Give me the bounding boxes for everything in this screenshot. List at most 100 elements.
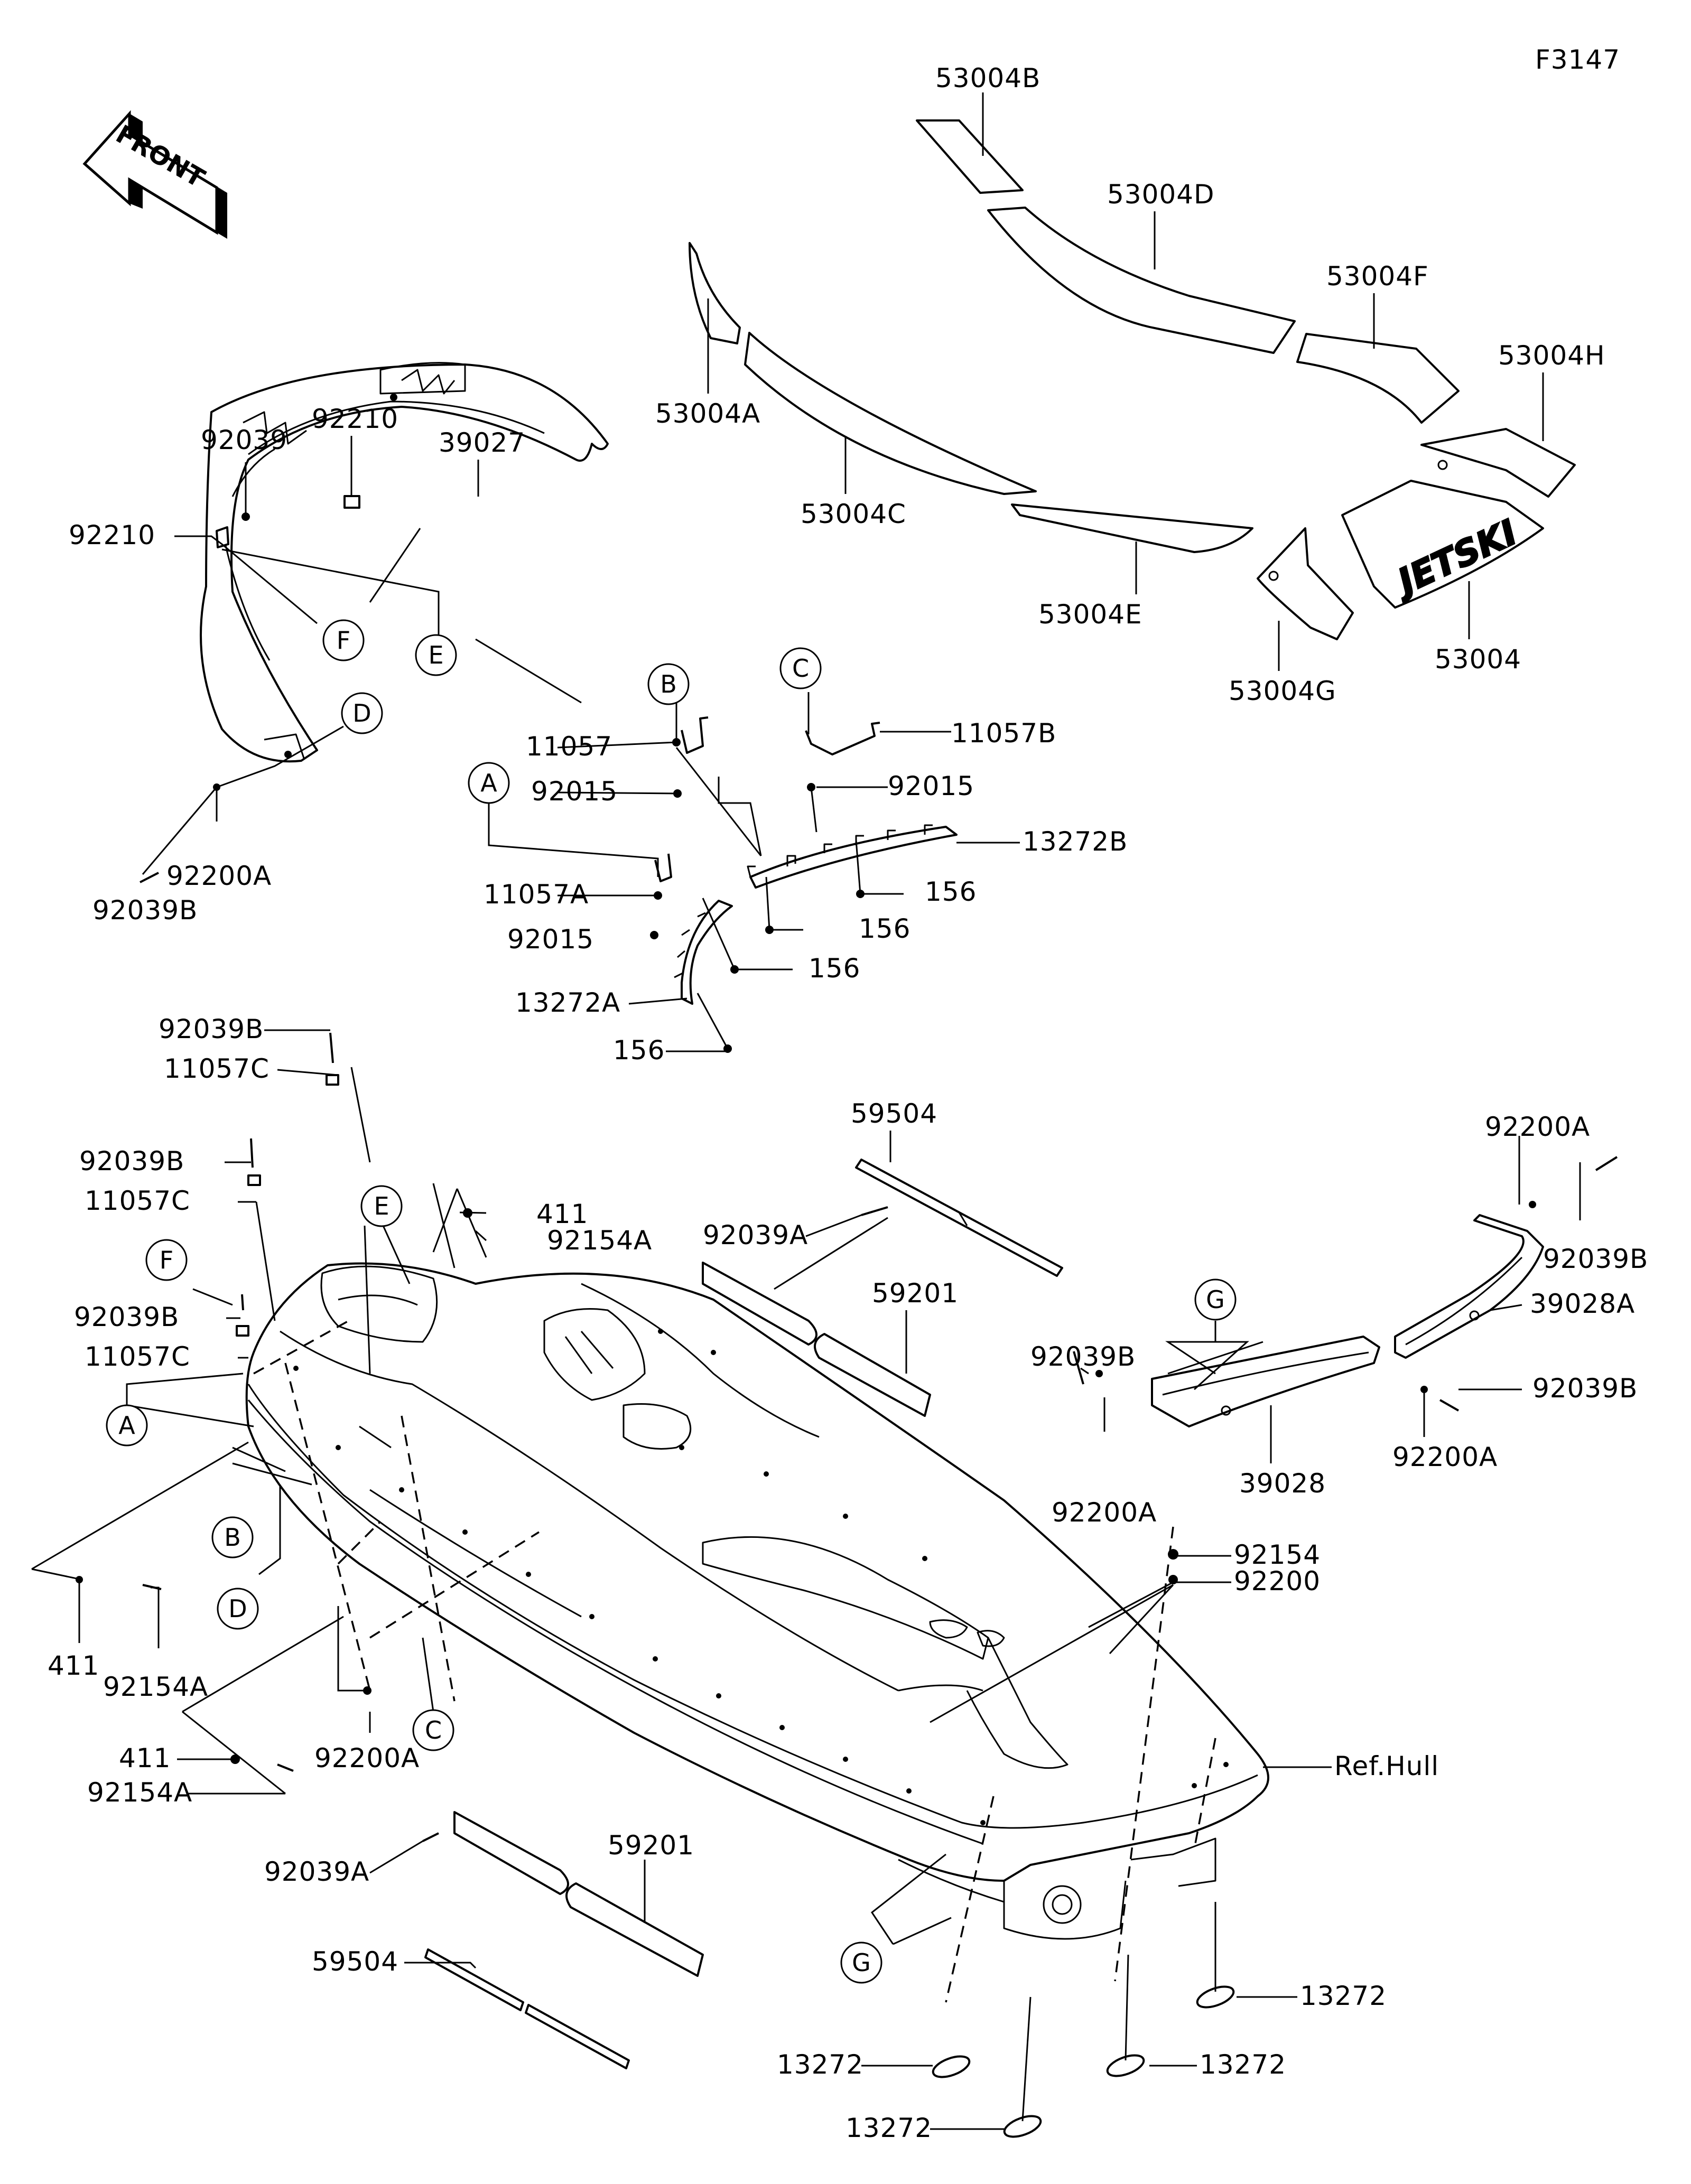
clip-11057B	[805, 722, 880, 755]
label-156-c: 156	[859, 913, 910, 944]
label-92039-top: 92039	[201, 425, 287, 455]
front-deck-cover-39027	[200, 362, 609, 763]
label-92039B-r2: 92039B	[1532, 1373, 1638, 1404]
callout-B-hull: B	[224, 1523, 241, 1552]
label-156-b: 156	[809, 953, 860, 984]
hull-rivets	[293, 1329, 1229, 1825]
label-92015-b: 92015	[531, 776, 618, 807]
label-59504-bottom: 59504	[312, 1946, 398, 1977]
decal-leaders	[707, 92, 1544, 671]
label-92015-c: 92015	[888, 771, 974, 801]
label-92200A-front: 92200A	[166, 861, 272, 891]
label-156-d: 156	[925, 876, 977, 907]
decal-53004D	[987, 207, 1296, 354]
callout-G-bottom: G	[852, 1948, 871, 1977]
callout-F-hull: F	[160, 1246, 173, 1274]
side-cover-39028A	[1394, 1214, 1544, 1359]
label-92210-left: 92210	[69, 520, 155, 550]
decal-53004H	[1420, 428, 1576, 498]
bracket-13272A	[674, 900, 733, 1005]
assembly-dashed-lines	[253, 1320, 1216, 2003]
label-92039A-top: 92039A	[703, 1220, 808, 1250]
rub-rail-59504-bottom	[424, 1948, 630, 2069]
label-13272-c: 13272	[777, 2049, 863, 2080]
label-59201-top: 59201	[872, 1278, 959, 1309]
label-13272A: 13272A	[515, 987, 620, 1018]
label-92200: 92200	[1234, 1566, 1321, 1597]
front-arrow-icon: FRONT	[82, 110, 227, 239]
label-53004B: 53004B	[935, 63, 1040, 94]
label-53004: 53004	[1435, 644, 1521, 675]
label-13272-r1: 13272	[1300, 1981, 1387, 2011]
callout-E-top: E	[428, 641, 443, 669]
label-411-top: 411	[536, 1199, 588, 1229]
label-53004D: 53004D	[1107, 179, 1215, 210]
label-92039B-1: 92039B	[159, 1014, 264, 1044]
label-92039B-mid: 92039B	[1030, 1341, 1136, 1372]
label-39028: 39028	[1239, 1468, 1326, 1499]
label-11057: 11057	[526, 731, 612, 762]
label-411-bottom: 411	[119, 1743, 171, 1774]
callout-F-top: F	[337, 626, 350, 655]
bracket-13272B	[747, 824, 958, 889]
label-53004H: 53004H	[1498, 340, 1605, 371]
callout-C-top: C	[792, 654, 809, 683]
label-39028A: 39028A	[1530, 1289, 1635, 1319]
leader-lines	[31, 436, 1581, 2130]
label-39027: 39027	[439, 427, 525, 458]
label-11057C-2: 11057C	[85, 1186, 190, 1216]
label-11057C-3: 11057C	[85, 1341, 190, 1372]
label-92039B-r1: 92039B	[1543, 1244, 1648, 1274]
label-92039A-bottom: 92039A	[264, 1856, 369, 1887]
part-labels: 53004B 53004D 53004F 53004H 53004A 53004…	[48, 63, 1648, 2143]
fasteners-brackets	[650, 738, 865, 1053]
label-53004G: 53004G	[1229, 676, 1336, 706]
decal-53004	[1341, 480, 1544, 609]
callout-B-top: B	[660, 670, 677, 698]
callout-D-hull: D	[228, 1594, 247, 1623]
label-92154A-left: 92154A	[103, 1672, 208, 1702]
side-cover-39028	[1151, 1336, 1380, 1427]
decal-53004C	[744, 332, 1037, 495]
callout-A-hull: A	[118, 1411, 135, 1440]
label-53004E: 53004E	[1038, 599, 1142, 630]
label-92200A-r1: 92200A	[1485, 1112, 1590, 1142]
label-53004C: 53004C	[801, 499, 906, 529]
label-92200A-bottom: 92200A	[314, 1743, 420, 1774]
molding-59201-top	[702, 1262, 931, 1417]
label-53004F: 53004F	[1326, 261, 1429, 292]
label-92154: 92154	[1234, 1539, 1321, 1570]
decal-53004B	[916, 119, 1024, 194]
label-11057B: 11057B	[951, 718, 1056, 749]
label-92015-a: 92015	[507, 924, 594, 955]
label-92039B-front: 92039B	[92, 895, 198, 926]
label-92200A-r2: 92200A	[1392, 1442, 1498, 1472]
label-11057C-1: 11057C	[164, 1053, 270, 1084]
callout-A-mid: A	[480, 769, 497, 797]
label-156-a: 156	[613, 1035, 665, 1066]
label-13272-b: 13272	[846, 2113, 932, 2143]
decal-53004G	[1257, 527, 1354, 640]
callout-E-hull: E	[374, 1192, 389, 1220]
label-53004A: 53004A	[655, 398, 760, 429]
label-92154A-top: 92154A	[547, 1225, 652, 1256]
callouts: F E D B C A E F A B D C G G	[106, 619, 1237, 1984]
clip-11057	[681, 716, 709, 754]
label-411-left: 411	[48, 1650, 99, 1681]
molding-59201-bottom	[453, 1811, 704, 1977]
callout-G-right: G	[1206, 1285, 1225, 1314]
hull-ref	[245, 1262, 1269, 1940]
label-59504-top: 59504	[851, 1098, 937, 1129]
label-59201-bottom: 59201	[608, 1830, 694, 1861]
label-92210-top: 92210	[312, 404, 398, 434]
label-ref-hull: Ref.Hull	[1334, 1751, 1439, 1781]
decal-53004A	[689, 242, 741, 344]
label-11057A: 11057A	[484, 879, 589, 910]
pads-13272	[932, 1985, 1235, 2138]
callout-C-hull: C	[425, 1716, 442, 1744]
label-92154A-bottom: 92154A	[87, 1777, 192, 1808]
callout-D-top: D	[352, 699, 371, 727]
label-92200A-mid: 92200A	[1052, 1497, 1157, 1528]
rub-rail-59504-top	[855, 1159, 1063, 1277]
